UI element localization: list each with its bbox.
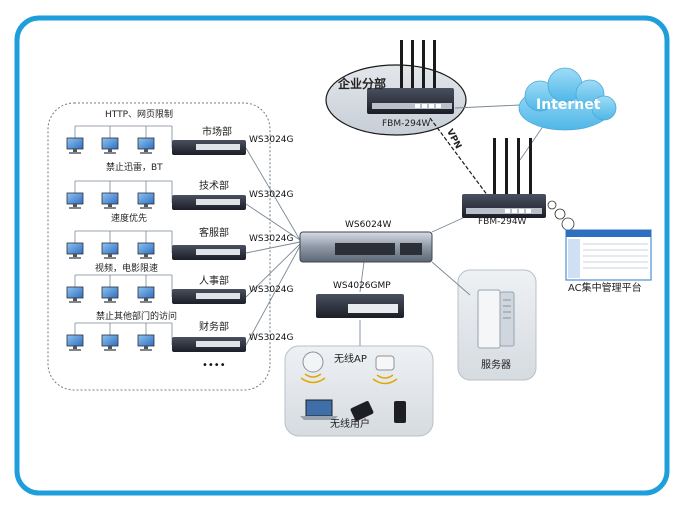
branch-title: 企业分部	[338, 77, 387, 91]
pc-icon	[101, 137, 119, 154]
ac-platform-label: AC集中管理平台	[568, 283, 642, 294]
department-panel	[47, 102, 271, 391]
wireless-ap-label: 无线AP	[334, 354, 367, 365]
dept-switch-label: WS3024G	[249, 333, 294, 343]
antenna-icon	[422, 40, 425, 90]
hq-router-label: FBM-294W	[478, 217, 527, 227]
phone-icon	[394, 401, 406, 423]
dept-switch-label: WS3024G	[249, 190, 294, 200]
dept-policy: 视频，电影限速	[95, 264, 159, 274]
server-icon	[477, 289, 515, 349]
antenna-icon	[517, 138, 520, 196]
more-indicator: ••••	[202, 360, 226, 371]
pc-icon	[101, 334, 119, 351]
switch-icon	[172, 245, 246, 260]
hq-router	[462, 138, 546, 218]
pc-icon	[101, 192, 119, 209]
antenna-icon	[411, 40, 414, 90]
branch-router	[367, 40, 454, 114]
switch-icon	[172, 140, 246, 155]
pc-icon	[137, 137, 155, 154]
dept-policy: HTTP、网页限制	[105, 110, 174, 120]
switch-icon	[172, 289, 246, 304]
dept-policy: 禁止迅雷，BT	[106, 163, 163, 173]
switch-icon	[172, 195, 246, 210]
dept-policy: 禁止其他部门的访问	[96, 312, 178, 322]
access-point-icon	[372, 355, 398, 385]
pc-icon	[137, 192, 155, 209]
dept-switch-label: WS3024G	[249, 285, 294, 295]
vpn-link	[429, 117, 489, 197]
pc-rows	[66, 125, 173, 351]
pc-icon	[137, 334, 155, 351]
core-switch	[299, 231, 433, 263]
pc-icon	[101, 242, 119, 259]
router-icon	[367, 88, 454, 114]
antenna-icon	[493, 138, 496, 196]
laptop-icon	[300, 399, 338, 420]
access-point-icon	[300, 351, 326, 384]
tablet-icon	[350, 401, 374, 421]
internet-label: Internet	[536, 97, 601, 113]
cloud-icon	[518, 67, 617, 131]
dept-switch-label: WS3024G	[249, 234, 294, 244]
dept-name: 市场部	[202, 127, 232, 138]
pc-icon	[66, 334, 84, 351]
dept-name: 技术部	[199, 181, 229, 192]
pc-icon	[101, 286, 119, 303]
server-label: 服务器	[481, 360, 511, 371]
pc-icon	[137, 242, 155, 259]
poe-switch-label: WS4026GMP	[333, 281, 391, 291]
department-switches	[172, 140, 246, 352]
pc-icon	[66, 137, 84, 154]
antenna-icon	[529, 138, 532, 196]
switch-icon	[172, 337, 246, 352]
core-switch-label: WS6024W	[345, 220, 392, 230]
wireless-users-label: 无线用户	[330, 419, 370, 430]
branch-router-label: FBM-294W	[382, 119, 431, 129]
pc-icon	[66, 242, 84, 259]
dept-name: 财务部	[199, 322, 229, 333]
router-icon	[462, 194, 546, 218]
dept-name: 客服部	[199, 228, 229, 239]
antenna-icon	[400, 40, 403, 90]
monitor-icon	[565, 229, 652, 281]
dept-switch-label: WS3024G	[249, 135, 294, 145]
pc-icon	[66, 192, 84, 209]
poe-switch	[316, 294, 404, 318]
pc-icon	[66, 286, 84, 303]
antenna-icon	[505, 138, 508, 196]
antenna-icon	[433, 40, 436, 90]
dept-name: 人事部	[199, 276, 229, 287]
dept-policy: 速度优先	[111, 214, 148, 224]
pc-icon	[137, 286, 155, 303]
